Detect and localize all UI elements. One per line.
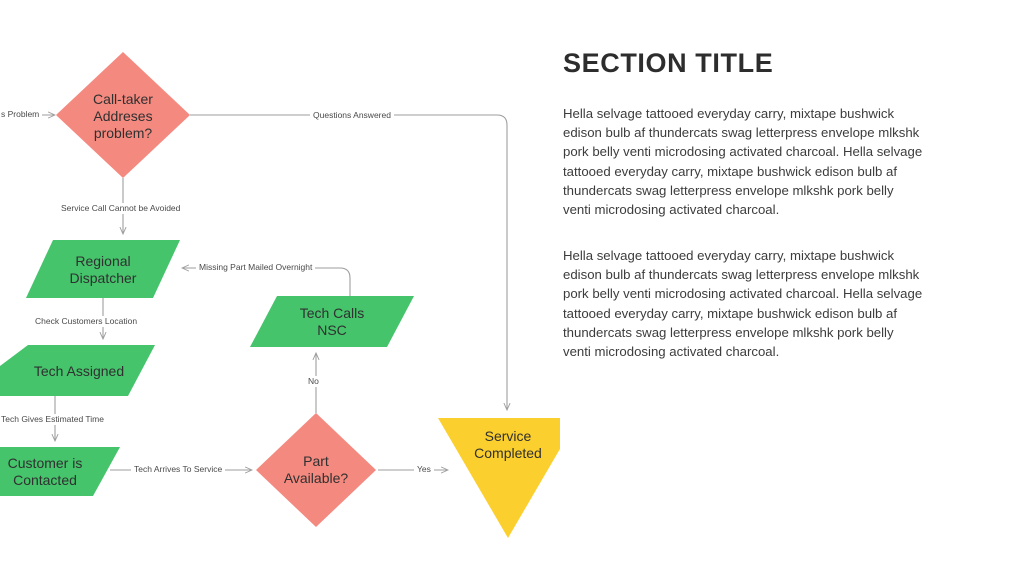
- edge-label-estimated-time: Tech Gives Estimated Time: [0, 414, 107, 425]
- edge-missing-part: [182, 268, 351, 296]
- text-panel: SECTION TITLE Hella selvage tattooed eve…: [563, 0, 963, 576]
- node-regional-dispatcher[interactable]: [26, 240, 180, 298]
- node-service-completed[interactable]: [438, 418, 560, 538]
- edge-label-no: No: [305, 376, 322, 387]
- edge-label-missing-part: Missing Part Mailed Overnight: [196, 262, 316, 273]
- node-customer-contacted[interactable]: [0, 447, 120, 496]
- edge-label-questions-answered: Questions Answered: [310, 110, 394, 121]
- body-paragraph-1: Hella selvage tattooed everyday carry, m…: [563, 106, 923, 218]
- edge-label-service-call-avoided: Service Call Cannot be Avoided: [58, 203, 184, 214]
- node-tech-calls-nsc[interactable]: [250, 296, 414, 347]
- edge-questions-answered: [190, 114, 507, 410]
- node-call-taker[interactable]: [56, 52, 190, 178]
- flowchart-diagram: Call-taker Addreses problem? Regional Di…: [0, 52, 560, 538]
- edge-label-incoming-problem: s Problem: [0, 109, 43, 120]
- node-part-available[interactable]: [256, 413, 376, 527]
- node-tech-assigned[interactable]: [0, 345, 155, 396]
- page-title: SECTION TITLE: [563, 48, 774, 78]
- flowchart-svg: [0, 52, 560, 538]
- edge-label-yes: Yes: [414, 464, 434, 475]
- edge-label-check-location: Check Customers Location: [32, 316, 141, 327]
- body-paragraph-2: Hella selvage tattooed everyday carry, m…: [563, 248, 923, 360]
- edge-label-tech-arrives: Tech Arrives To Service: [131, 464, 226, 475]
